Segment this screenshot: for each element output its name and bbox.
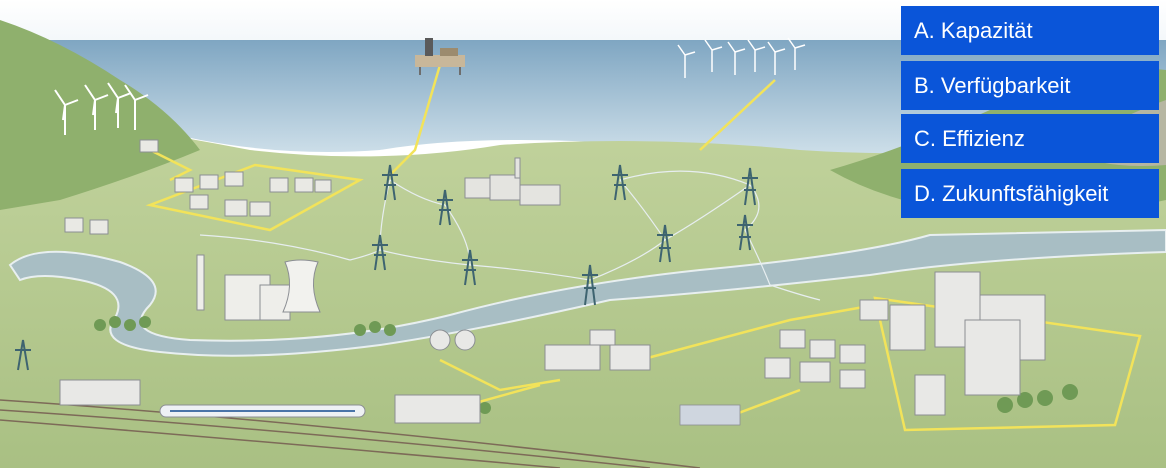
offshore-wind-farm bbox=[677, 37, 806, 78]
pylon-icon bbox=[15, 164, 758, 371]
solar-field bbox=[679, 404, 741, 426]
option-b-label: B. Verfügbarkeit bbox=[901, 61, 1159, 110]
option-d-label: D. Zukunftsfähigkeit bbox=[901, 169, 1159, 218]
wind-turbine-icon bbox=[54, 82, 149, 135]
option-c-label: C. Effizienz bbox=[901, 114, 1159, 163]
sea bbox=[0, 40, 1166, 163]
power-plant-icon bbox=[196, 254, 291, 321]
hill-left bbox=[0, 20, 200, 210]
village bbox=[64, 139, 332, 235]
train-icon bbox=[159, 404, 366, 418]
railway bbox=[0, 399, 701, 468]
oil-platform-icon bbox=[415, 38, 465, 75]
town bbox=[764, 271, 1046, 416]
warehouse bbox=[394, 394, 481, 424]
river bbox=[8, 228, 1166, 357]
option-a-label: A. Kapazität bbox=[901, 6, 1159, 55]
water-treatment bbox=[429, 329, 651, 371]
cooling-tower-icon bbox=[282, 259, 321, 313]
industrial-plant bbox=[464, 157, 561, 206]
substation bbox=[59, 379, 141, 406]
